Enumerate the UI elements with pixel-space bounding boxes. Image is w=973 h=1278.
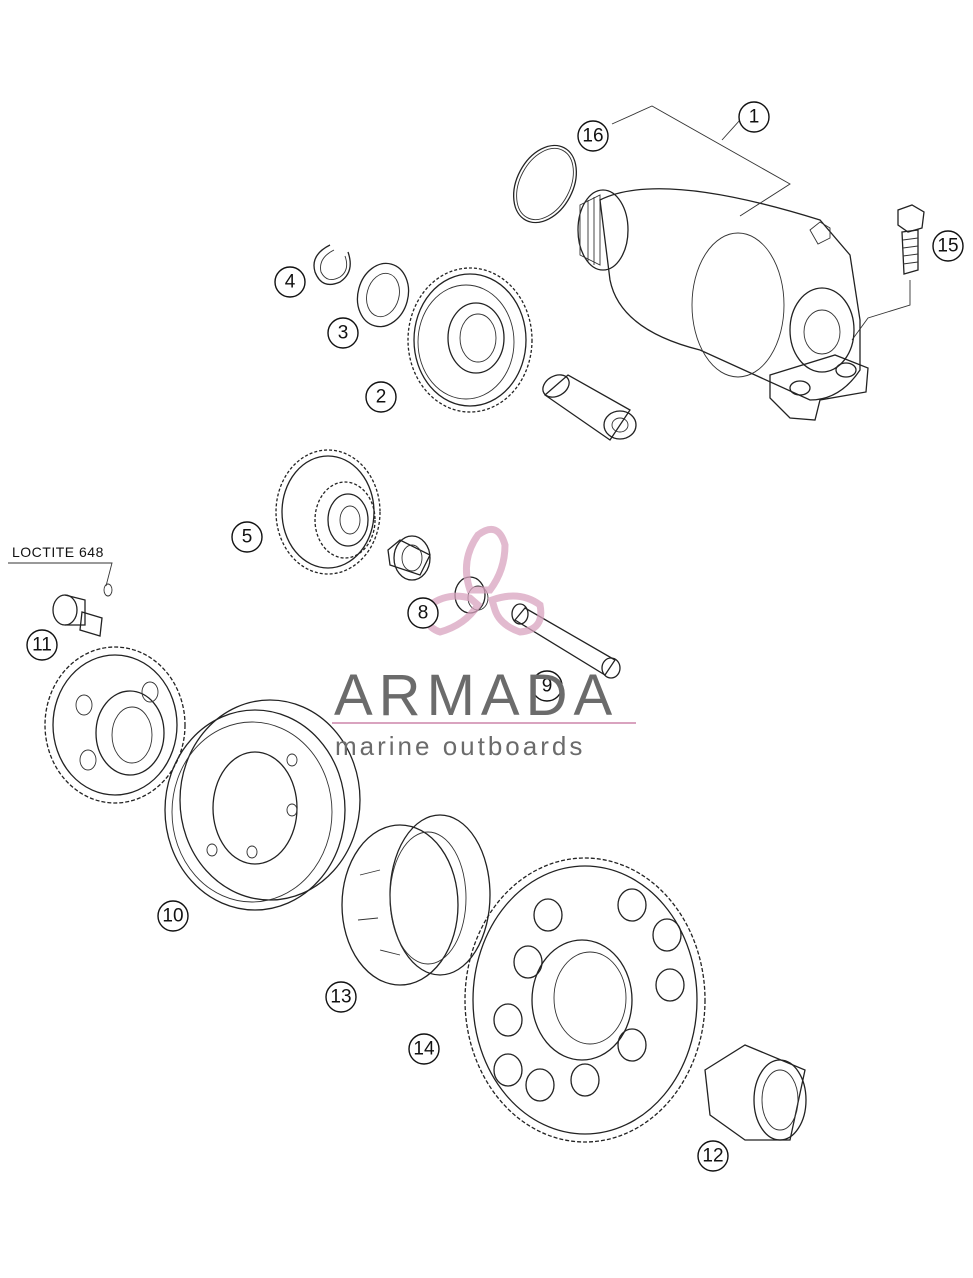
callout-9: 9 (531, 670, 563, 702)
svg-text:3: 3 (338, 323, 349, 344)
svg-text:15: 15 (937, 236, 958, 257)
callout-3: 3 (327, 317, 359, 349)
callout-16: 16 (577, 120, 609, 152)
callout-1: 1 (738, 101, 770, 133)
starter-motor-part (577, 188, 869, 421)
svg-text:13: 13 (330, 987, 351, 1008)
freewheel-cage-part (341, 814, 491, 986)
leader-lines (8, 105, 911, 587)
freewheel-housing-part (164, 699, 361, 911)
large-gear-part (464, 857, 706, 1143)
callout-5: 5 (231, 521, 263, 553)
washer-part (356, 262, 410, 328)
callout-8: 8 (407, 597, 439, 629)
svg-text:11: 11 (32, 635, 52, 656)
propeller-logo-icon (423, 525, 545, 636)
o-ring-part (513, 144, 577, 224)
callout-13: 13 (325, 981, 357, 1013)
callout-4: 4 (274, 266, 306, 298)
svg-text:9: 9 (542, 676, 553, 697)
svg-text:5: 5 (242, 527, 253, 548)
circlip-part (313, 244, 351, 286)
callout-14: 14 (408, 1033, 440, 1065)
watermark-brand: ARMADA (334, 663, 618, 728)
intermediate-gear-part (407, 267, 533, 413)
callout-11: 11 (26, 629, 58, 661)
svg-text:4: 4 (285, 272, 296, 293)
svg-text:8: 8 (418, 603, 429, 624)
watermark-tagline: marine outboards (335, 731, 585, 761)
bolt-part (897, 204, 925, 275)
callout-12: 12 (697, 1140, 729, 1172)
shaft-part (511, 603, 621, 679)
needle-bearing-large-part (387, 535, 431, 581)
callout-15: 15 (932, 230, 964, 262)
svg-text:16: 16 (582, 126, 603, 147)
loctite-note: LOCTITE 648 (12, 544, 104, 560)
svg-text:1: 1 (749, 107, 760, 128)
svg-text:14: 14 (413, 1039, 435, 1060)
screw-part (52, 583, 113, 637)
sleeve-part (542, 374, 637, 441)
callout-2: 2 (365, 381, 397, 413)
spoked-gear-part (44, 646, 186, 804)
svg-text:10: 10 (162, 906, 183, 927)
svg-text:2: 2 (376, 387, 387, 408)
callout-10: 10 (157, 900, 189, 932)
double-gear-part (275, 449, 381, 575)
svg-text:12: 12 (702, 1146, 723, 1167)
needle-bushing-part (704, 1044, 807, 1141)
